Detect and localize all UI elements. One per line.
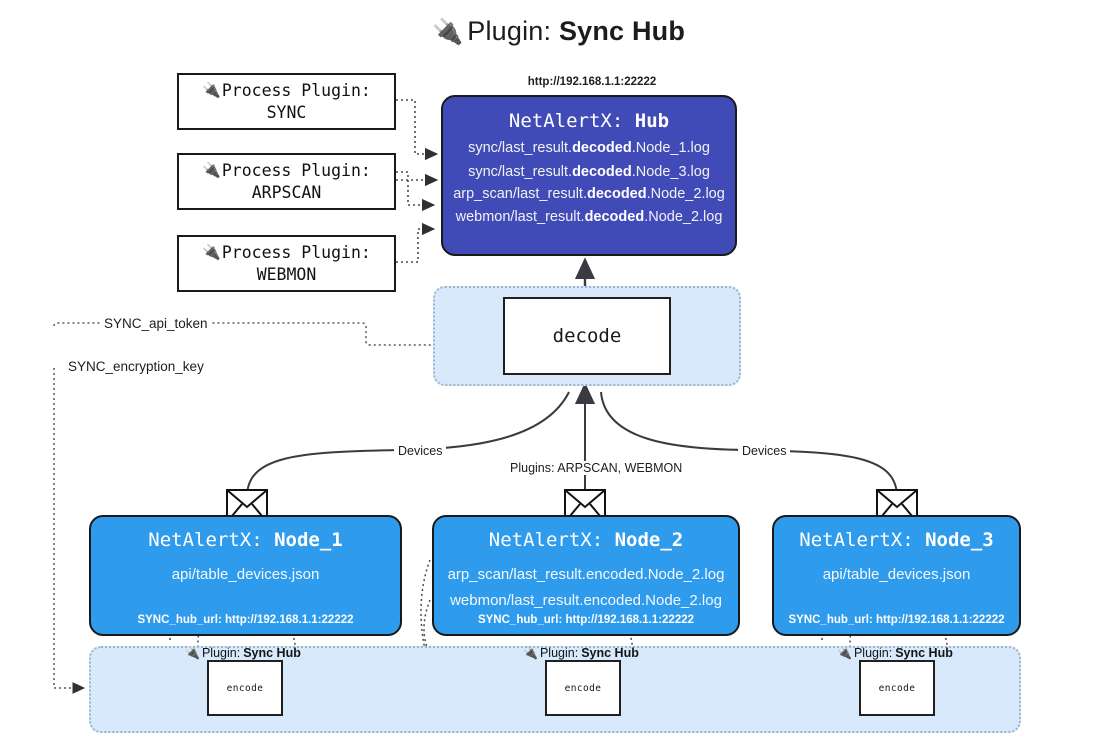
hub-title: NetAlertX: Hub <box>443 110 735 132</box>
node-title: NetAlertX: Node_2 <box>434 529 738 551</box>
edge-label-plugins: Plugins: ARPSCAN, WEBMON <box>506 461 687 475</box>
process-plugin-name: ARPSCAN <box>251 182 322 202</box>
encode-box-1[interactable]: encode <box>207 660 283 716</box>
hub-log-mid: decoded <box>584 208 645 225</box>
process-plugin-label: Process Plugin: <box>221 80 371 100</box>
node-line: webmon/last_result.encoded.Node_2.log <box>450 591 722 609</box>
process-plugin-label: Process Plugin: <box>221 160 371 180</box>
node-title: NetAlertX: Node_3 <box>774 529 1019 551</box>
node-line: api/table_devices.json <box>171 566 320 583</box>
hub-log-line: webmon/last_result.decoded.Node_2.log <box>443 208 735 225</box>
node-title-name: Node_2 <box>614 529 684 551</box>
process-plugin-webmon[interactable]: 🔌Process Plugin: WEBMON <box>177 235 396 292</box>
process-plugin-arpscan[interactable]: 🔌Process Plugin: ARPSCAN <box>177 153 396 210</box>
node-line: arp_scan/last_result.encoded.Node_2.log <box>447 566 725 583</box>
node-line: api/table_devices.json <box>822 566 971 583</box>
node-title-name: Node_3 <box>925 529 994 551</box>
plug-icon: 🔌 <box>523 646 538 660</box>
node-title-prefix: NetAlertX: <box>148 529 275 551</box>
node-hub-url: SYNC_hub_url: http://192.168.1.1:22222 <box>91 614 400 626</box>
node-title-prefix: NetAlertX: <box>799 529 926 551</box>
page-title: 🔌Plugin: Sync Hub <box>0 16 1117 47</box>
process-plugin-sync[interactable]: 🔌Process Plugin: SYNC <box>177 73 396 130</box>
node-hub-url-value: http://192.168.1.1:22222 <box>225 614 354 626</box>
hub-log-post: .Node_2.log <box>644 208 723 225</box>
hub-log-mid: decoded <box>572 140 632 156</box>
hub-log-mid: decoded <box>586 186 647 202</box>
sync-encryption-key-label: SYNC_encryption_key <box>64 359 208 374</box>
page-title-strong: Sync Hub <box>558 16 686 46</box>
encode-box-3[interactable]: encode <box>859 660 935 716</box>
encoder-label-3: 🔌Plugin:Sync Hub <box>837 646 953 660</box>
hub-node[interactable]: NetAlertX: Hub sync/last_result.decoded.… <box>441 95 737 256</box>
node-1[interactable]: NetAlertX: Node_1 api/table_devices.json… <box>89 515 402 636</box>
hub-log-pre: sync/last_result. <box>468 163 573 180</box>
hub-log-line: arp_scan/last_result.decoded.Node_2.log <box>443 187 735 202</box>
hub-title-name: Hub <box>634 110 670 132</box>
hub-log-pre: sync/last_result. <box>468 140 573 156</box>
node-hub-url-label: SYNC_hub_url: <box>788 614 877 626</box>
sync-api-token-label: SYNC_api_token <box>100 316 212 331</box>
node-title-name: Node_1 <box>274 529 343 551</box>
hub-title-prefix: NetAlertX: <box>508 110 635 132</box>
hub-log-pre: arp_scan/last_result. <box>453 186 587 202</box>
encoder-label-1: 🔌Plugin:Sync Hub <box>185 646 301 660</box>
encoder-label-lead: Plugin: <box>201 646 241 660</box>
hub-log-post: .Node_3.log <box>631 163 710 180</box>
node-3[interactable]: NetAlertX: Node_3 api/table_devices.json… <box>772 515 1021 636</box>
node-hub-url-label: SYNC_hub_url: <box>137 614 226 626</box>
encoder-label-lead: Plugin: <box>853 646 893 660</box>
encoder-label-strong: Sync Hub <box>581 646 639 660</box>
encode-box-2[interactable]: encode <box>545 660 621 716</box>
process-plugin-name: WEBMON <box>256 264 317 284</box>
encoder-label-strong: Sync Hub <box>895 646 953 660</box>
hub-log-pre: webmon/last_result. <box>455 208 585 225</box>
node-hub-url-value: http://192.168.1.1:22222 <box>876 614 1005 626</box>
encoder-label-strong: Sync Hub <box>243 646 301 660</box>
process-plugin-label: Process Plugin: <box>221 242 371 262</box>
node-hub-url: SYNC_hub_url: http://192.168.1.1:22222 <box>434 614 738 626</box>
node-hub-url: SYNC_hub_url: http://192.168.1.1:22222 <box>774 614 1019 626</box>
decode-box[interactable]: decode <box>503 297 671 375</box>
hub-log-line: sync/last_result.decoded.Node_3.log <box>443 163 735 180</box>
encoder-label-2: 🔌Plugin:Sync Hub <box>523 646 639 660</box>
node-hub-url-value: http://192.168.1.1:22222 <box>565 614 695 626</box>
plug-icon: 🔌 <box>202 80 221 99</box>
edge-label-devices-right: Devices <box>738 444 791 458</box>
hub-log-line: sync/last_result.decoded.Node_1.log <box>443 141 735 156</box>
node-2[interactable]: NetAlertX: Node_2 arp_scan/last_result.e… <box>432 515 740 636</box>
hub-log-post: .Node_2.log <box>646 186 725 202</box>
plug-icon: 🔌 <box>837 646 852 660</box>
plug-icon: 🔌 <box>202 242 221 261</box>
hub-log-post: .Node_1.log <box>631 140 710 156</box>
hub-url-label: http://192.168.1.1:22222 <box>527 76 657 88</box>
plug-icon: 🔌 <box>202 160 221 179</box>
node-title: NetAlertX: Node_1 <box>91 529 400 551</box>
plug-icon: 🔌 <box>185 646 200 660</box>
node-title-prefix: NetAlertX: <box>488 529 615 551</box>
plug-icon: 🔌 <box>431 18 464 46</box>
edge-label-devices-left: Devices <box>394 444 447 458</box>
node-hub-url-label: SYNC_hub_url: <box>477 614 566 626</box>
hub-log-mid: decoded <box>572 163 632 180</box>
encoder-label-lead: Plugin: <box>539 646 579 660</box>
page-title-lead: Plugin: <box>467 16 559 46</box>
process-plugin-name: SYNC <box>266 102 307 122</box>
